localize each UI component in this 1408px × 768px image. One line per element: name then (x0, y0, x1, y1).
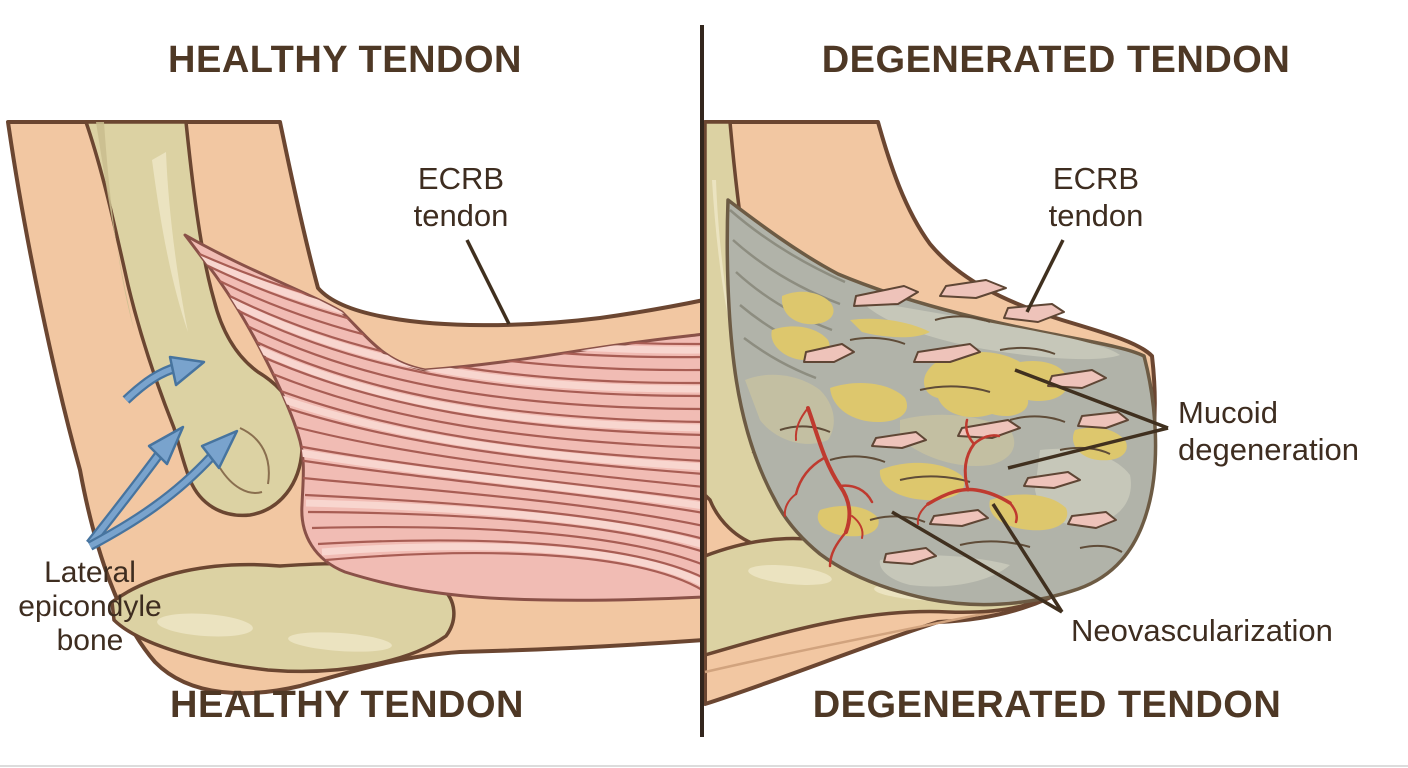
leader-line-mucoid-upper (1014, 368, 1169, 430)
pink-fiber-remnants (803, 279, 1129, 565)
degenerated-elbow-drawing (703, 120, 1169, 706)
forearm-bone (110, 561, 456, 674)
label-lateral-epicondyle-bone: Lateral epicondyle bone (18, 556, 162, 657)
title-healthy-top: HEALTHY TENDON (168, 39, 522, 81)
title-degenerated-top: DEGENERATED TENDON (821, 39, 1291, 81)
label-ecrb-tendon-healthy: ECRB tendon (413, 161, 509, 233)
label-neovascularization: Neovascularization (1071, 613, 1333, 648)
leader-line-ecrb-right (1025, 239, 1065, 313)
leader-line-ecrb-left (465, 239, 511, 325)
healthy-elbow-drawing (6, 120, 706, 696)
ecrb-tendon-degenerated (725, 198, 1158, 607)
label-mucoid-degeneration: Mucoid degeneration (1178, 395, 1359, 467)
skin-crease-line (704, 604, 1023, 674)
label-ecrb-tendon-degenerated: ECRB tendon (1048, 161, 1144, 233)
leader-line-neovascularization-right (991, 503, 1064, 613)
leader-line-mucoid-lower (1007, 426, 1169, 470)
neovessels (783, 406, 1018, 568)
leader-line-neovascularization-left (891, 510, 1063, 614)
image-bottom-edge (0, 765, 1408, 767)
title-healthy-bottom: HEALTHY TENDON (170, 684, 524, 726)
title-degenerated-bottom: DEGENERATED TENDON (812, 684, 1282, 726)
mucoid-degeneration-patches (771, 291, 1127, 537)
stress-arrows-icon (86, 355, 239, 551)
lateral-epicondyle-bone (84, 120, 304, 518)
leader-lines-right (891, 239, 1169, 614)
